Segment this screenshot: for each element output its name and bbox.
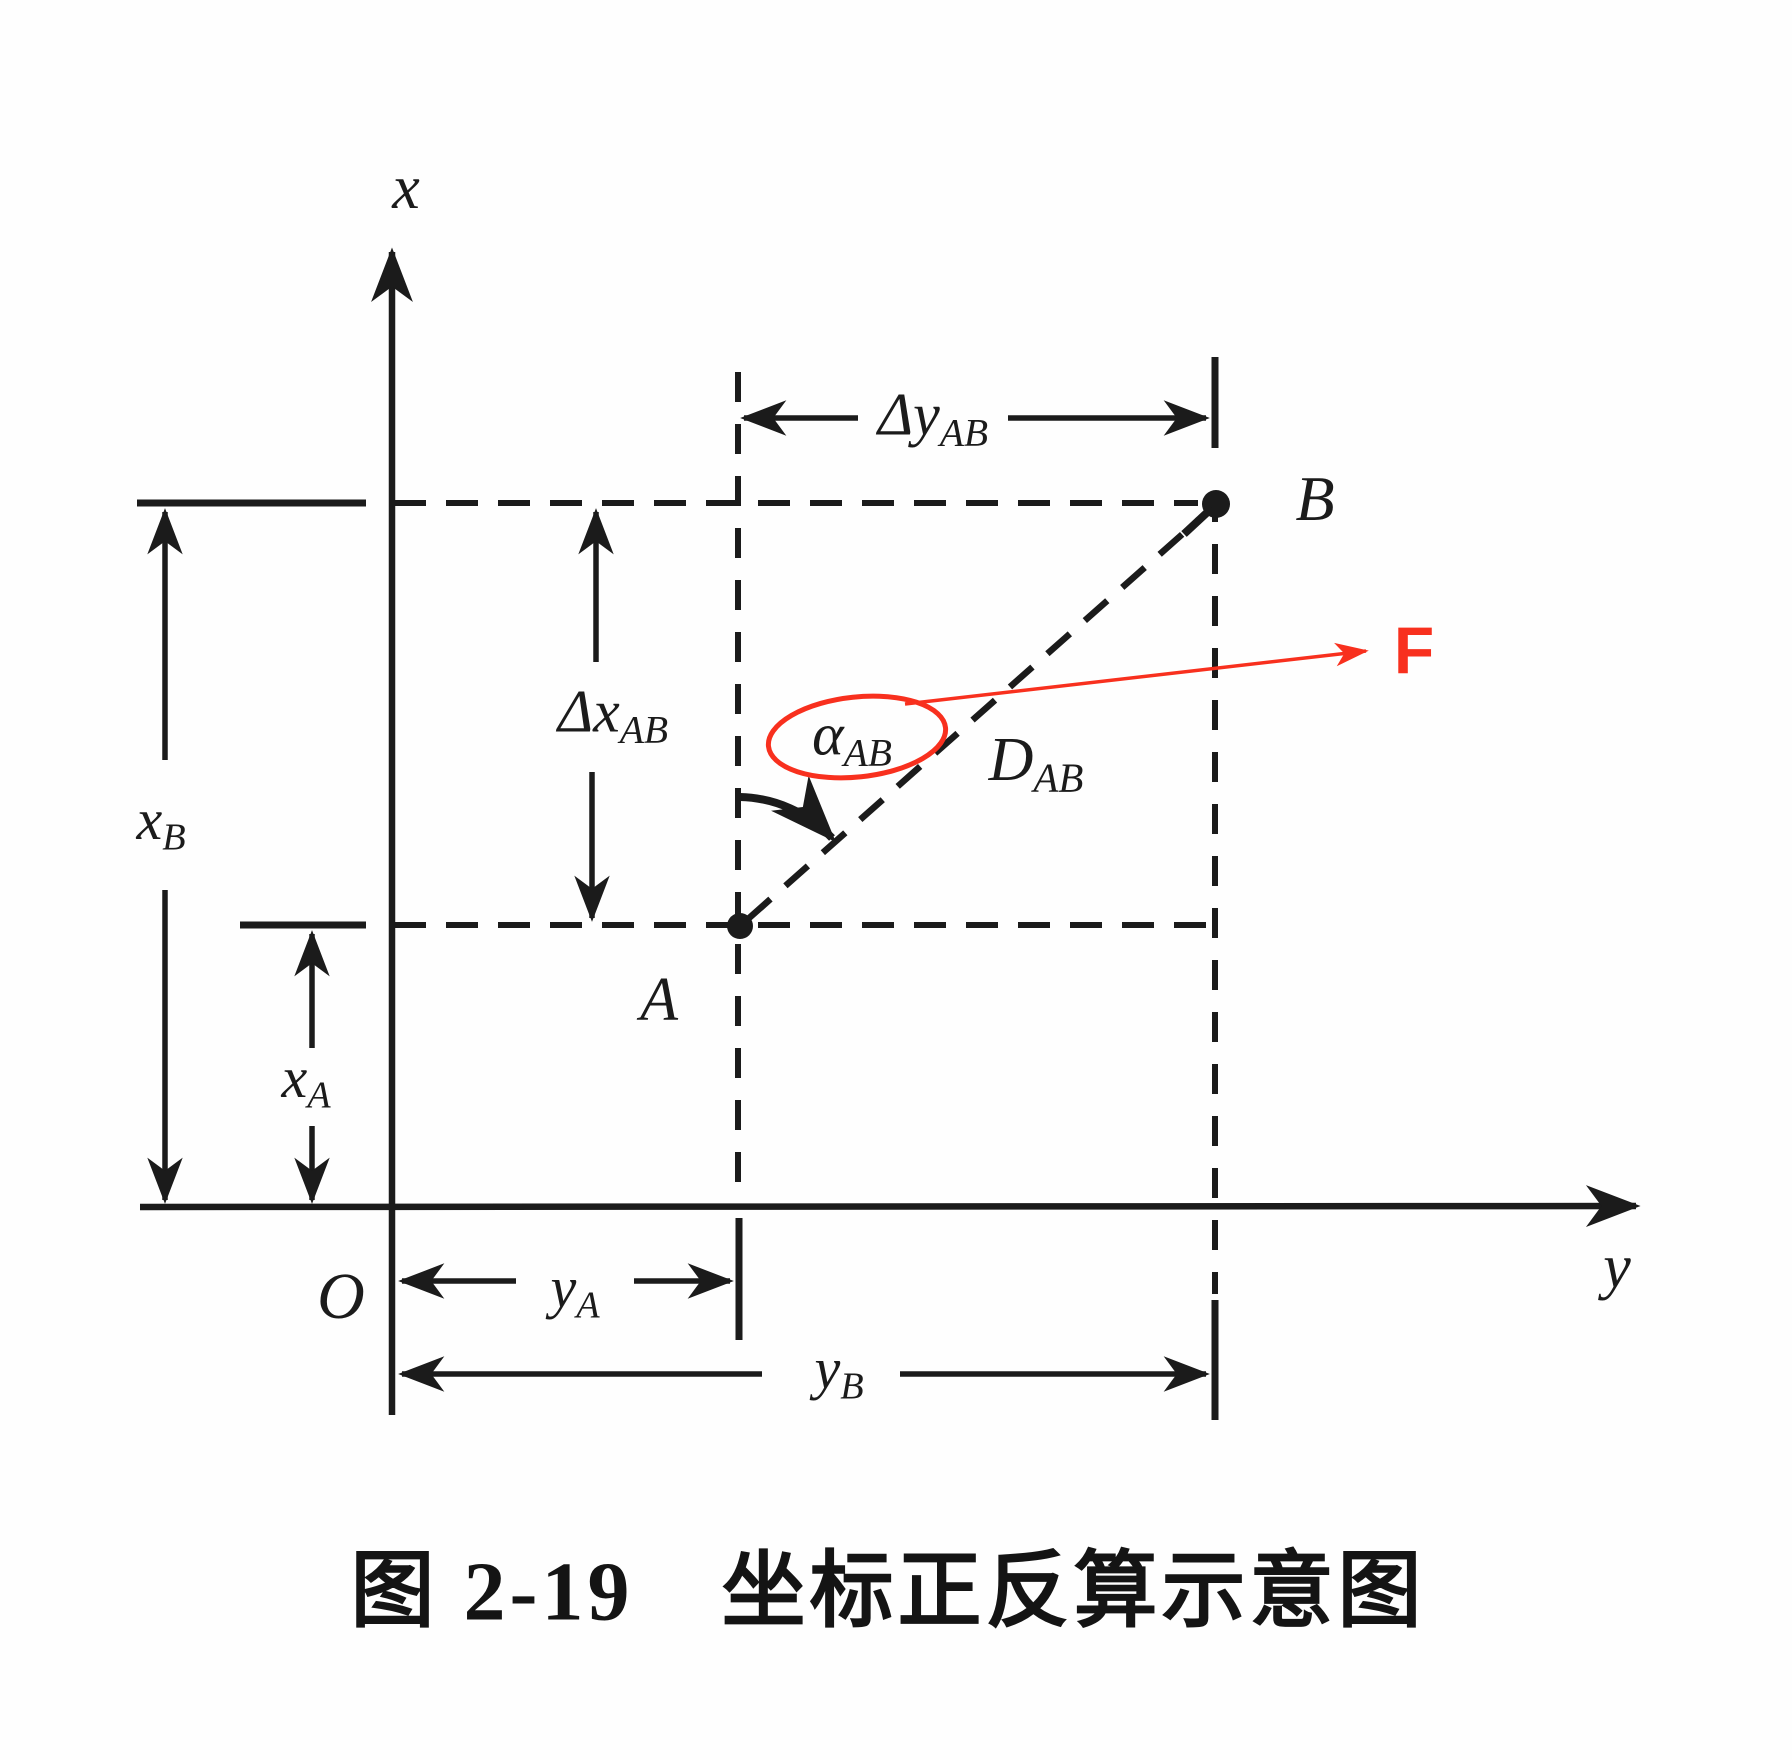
- xb-sub: B: [162, 816, 186, 859]
- dashed-guides: [394, 372, 1218, 1294]
- y-axis-line: [139, 1185, 1641, 1227]
- xa-base: x: [281, 1045, 308, 1111]
- yb-base: y: [814, 1336, 841, 1402]
- delta-x-sub: AB: [619, 707, 669, 752]
- x-axis-label: x: [392, 154, 420, 222]
- distance-dab-label: DAB: [989, 729, 1084, 799]
- bearing-arc: [739, 775, 836, 843]
- origin-label: O: [317, 1260, 365, 1333]
- red-callout-arrow: [904, 642, 1369, 706]
- point-b-stub: [1181, 505, 1215, 537]
- point-b-label: B: [1295, 463, 1335, 534]
- point-a-label: A: [640, 966, 678, 1034]
- distance-dab-sub: AB: [1033, 755, 1084, 801]
- delta-x-label: ΔxAB: [558, 682, 668, 751]
- extension-ticks: [137, 357, 1219, 1420]
- delta-y-label: ΔyAB: [878, 385, 988, 454]
- line-a-to-b: [745, 512, 1207, 922]
- yb-sub: B: [840, 1365, 864, 1408]
- red-f-annotation-label: F: [1393, 613, 1435, 687]
- y-axis-label: y: [1603, 1233, 1631, 1301]
- delta-x-base: Δx: [557, 678, 620, 745]
- bearing-alpha-base: α: [812, 701, 844, 768]
- point-a-dot: [727, 913, 753, 939]
- red-annotation: [765, 642, 1369, 781]
- red-highlight-ellipse: [765, 693, 949, 781]
- distance-dab-base: D: [988, 725, 1034, 794]
- dimension-arrows: [147, 400, 1210, 1392]
- axes: [139, 247, 1641, 1415]
- ya-base: y: [550, 1255, 577, 1321]
- bearing-alpha-sub: AB: [843, 730, 892, 775]
- delta-y-sub: AB: [939, 410, 989, 455]
- xb-label: xB: [136, 791, 185, 857]
- bearing-alpha-label: αAB: [812, 705, 892, 774]
- ya-label: yA: [550, 1259, 599, 1325]
- point-dots: [727, 490, 1230, 939]
- yb-label: yB: [814, 1340, 863, 1406]
- figure-caption: 图 2-19 坐标正反算示意图: [350, 1545, 1426, 1639]
- xa-sub: A: [307, 1074, 331, 1117]
- ya-sub: A: [576, 1284, 600, 1327]
- xa-label: xA: [281, 1049, 330, 1115]
- delta-y-base: Δy: [877, 381, 940, 448]
- xb-base: x: [136, 787, 163, 853]
